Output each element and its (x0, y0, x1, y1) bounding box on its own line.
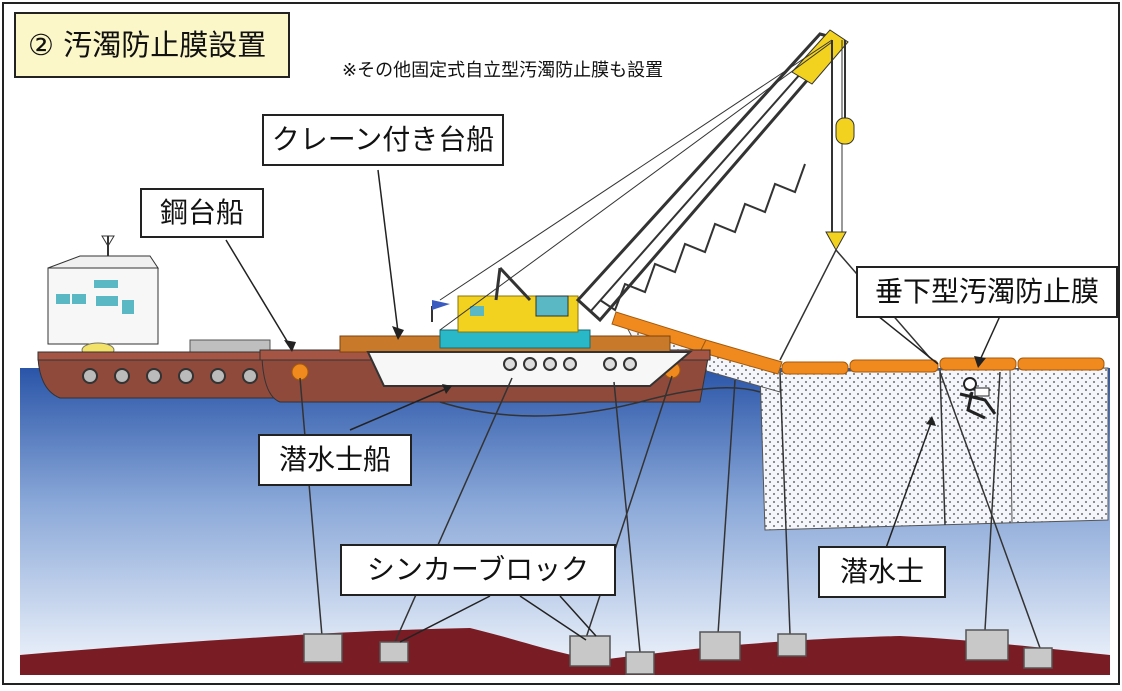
diver-boat (366, 351, 693, 387)
leader-lines (225, 169, 1001, 643)
steel-barge (37, 235, 293, 399)
note-text: ※その他固定式自立型汚濁防止膜も設置 (342, 60, 664, 81)
sinker-blocks (303, 629, 1053, 675)
label-sinker-block: シンカーブロック (340, 544, 616, 596)
label-crane-barge: クレーン付き台船 (262, 114, 504, 166)
label-diver: 潜水士 (818, 546, 946, 598)
curtain-seam-2 (1009, 367, 1013, 523)
leader-arrowheads (284, 326, 986, 426)
seabed (20, 628, 1110, 675)
anchor-lines (299, 371, 1041, 653)
silt-curtain-mesh (759, 367, 1109, 531)
label-steel-barge: 鋼台船 (140, 188, 264, 238)
page-title: ② 汚濁防止膜設置 (14, 12, 290, 78)
crane (431, 29, 931, 361)
curtain-seam (939, 369, 946, 526)
diver-figure (959, 377, 997, 420)
label-diver-boat: 潜水士船 (258, 434, 412, 486)
label-silt-curtain: 垂下型汚濁防止膜 (856, 266, 1118, 318)
